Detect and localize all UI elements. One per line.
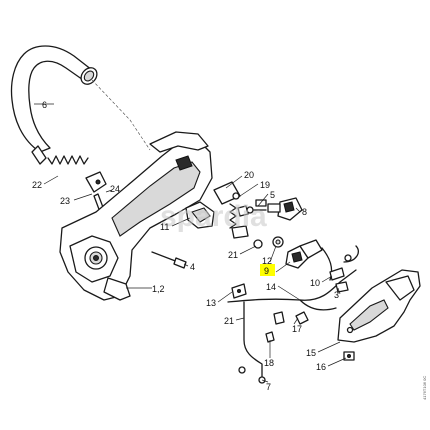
- label-part-17: 17: [292, 324, 302, 334]
- handle-cover-part: [337, 269, 421, 343]
- label-part-24: 24: [110, 184, 120, 194]
- label-part-23: 23: [60, 196, 70, 206]
- label-part-12: 12: [262, 256, 272, 266]
- clip-part-13: [231, 283, 247, 299]
- handlebar-part: [10, 45, 98, 165]
- label-part-10: 10: [310, 278, 320, 288]
- part-9-highlight: [260, 264, 275, 276]
- label-part-1-2: 1,2: [152, 284, 165, 294]
- wiring-harness: [227, 247, 357, 384]
- label-part-20: 20: [244, 170, 254, 180]
- label-part-7: 7: [266, 382, 271, 392]
- label-part-18: 18: [264, 358, 274, 368]
- screw-part-16: [343, 351, 355, 361]
- label-part-21-upper: 21: [228, 250, 238, 260]
- label-part-4: 4: [190, 262, 195, 272]
- switch-part: [267, 197, 303, 221]
- trigger-lever-part: [185, 201, 215, 229]
- spring-part: [47, 155, 89, 165]
- label-part-13: 13: [206, 298, 216, 308]
- label-part-22: 22: [32, 180, 42, 190]
- label-part-19: 19: [260, 180, 270, 190]
- connector-parts: [329, 245, 359, 293]
- label-part-16: 16: [316, 362, 326, 372]
- label-part-14: 14: [266, 282, 276, 292]
- label-part-21-lower: 21: [224, 316, 234, 326]
- document-number: 4176T106 0C: [422, 376, 427, 400]
- part-labels: 6 22 24 23 20 19 5 8 11 21 12 9 4 14 10 …: [32, 100, 339, 392]
- label-part-3: 3: [334, 290, 339, 300]
- rear-handle-housing: [59, 131, 213, 301]
- washer-part: [253, 236, 284, 249]
- torsion-spring-part: [229, 203, 249, 239]
- screw-part-4: [151, 251, 187, 269]
- label-part-9: 9: [264, 266, 269, 276]
- label-part-11: 11: [160, 222, 169, 232]
- part-9-component: [285, 239, 323, 269]
- label-part-6: 6: [42, 100, 47, 110]
- screw-part-5: [246, 206, 267, 214]
- watermark-text: spardia: [160, 200, 267, 233]
- label-part-5: 5: [270, 190, 275, 200]
- label-part-15: 15: [306, 348, 316, 358]
- leader-lines: [34, 103, 347, 383]
- assembly-guide-line: [91, 79, 151, 151]
- label-part-8: 8: [302, 207, 307, 217]
